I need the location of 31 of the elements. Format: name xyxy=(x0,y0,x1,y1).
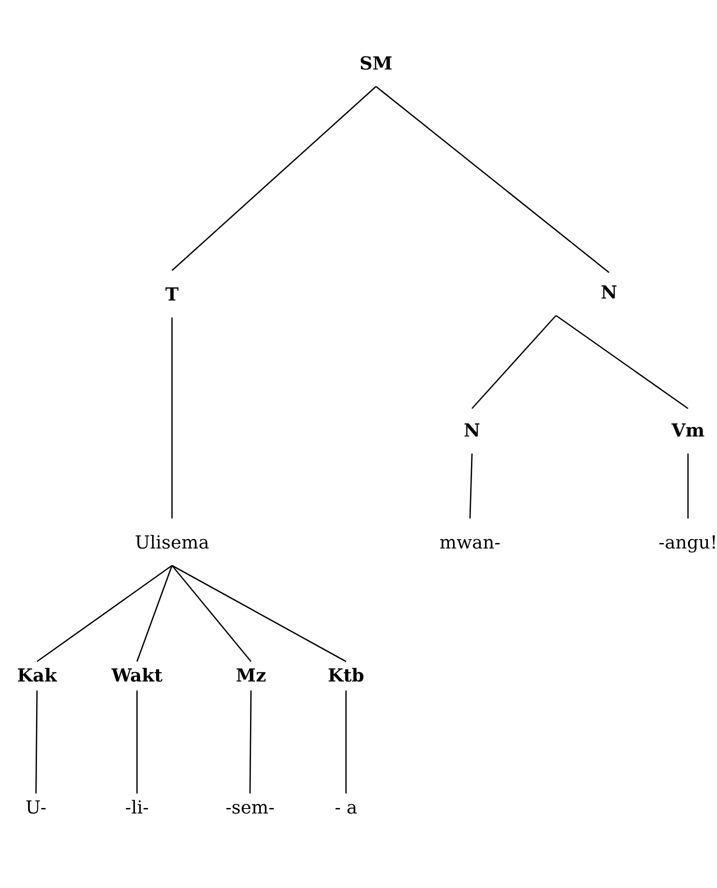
tree-branch-line xyxy=(687,454,689,518)
category-label: Ktb xyxy=(328,666,364,686)
tree-branch-line xyxy=(249,690,252,794)
morpheme-text: -angu! xyxy=(658,532,717,554)
tree-branch-line xyxy=(172,564,346,662)
category-label: Wakt xyxy=(111,666,163,686)
morpheme-text: -li- xyxy=(125,798,149,818)
category-label: N xyxy=(464,420,480,442)
tree-branch-line xyxy=(376,86,610,273)
tree-branch-line xyxy=(136,565,173,662)
tree-branch-line xyxy=(35,690,38,794)
tree-branch-line xyxy=(556,314,688,410)
tree-branch-line xyxy=(172,86,376,271)
category-label: Mz xyxy=(236,666,266,686)
tree-branch-line xyxy=(345,690,347,794)
morpheme-text: - a xyxy=(334,798,358,818)
category-label: SM xyxy=(360,54,392,74)
category-label: T xyxy=(165,284,179,306)
category-label: Kak xyxy=(17,666,57,686)
tree-branch-line xyxy=(36,564,172,662)
morpheme-text: Ulisema xyxy=(134,532,210,554)
tree-branch-line xyxy=(172,565,252,662)
tree-branch-line xyxy=(472,315,556,409)
morpheme-text: -sem- xyxy=(225,798,275,818)
morpheme-text: U- xyxy=(26,798,46,818)
morpheme-text: mwan- xyxy=(440,532,500,554)
tree-branch-line xyxy=(469,453,473,519)
tree-branch-line xyxy=(171,318,173,518)
category-label: N xyxy=(600,282,618,304)
tree-branch-line xyxy=(136,690,138,794)
category-label: Vm xyxy=(672,420,704,442)
